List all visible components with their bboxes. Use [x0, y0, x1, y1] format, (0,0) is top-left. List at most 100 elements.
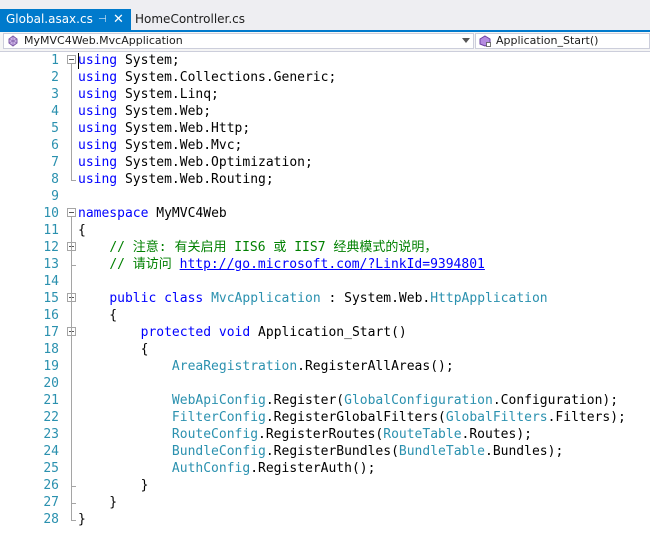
hyperlink[interactable]: http://go.microsoft.com/?LinkId=9394801: [179, 257, 485, 272]
code-token: {: [78, 342, 149, 357]
line-number: 6: [51, 138, 59, 153]
line-number: 19: [43, 359, 59, 374]
code-token: .RegisterBundles(: [265, 444, 399, 459]
code-token: .Filters);: [547, 410, 626, 425]
document-tab-strip: Global.asax.cs ⊣ ✕ HomeController.cs: [0, 0, 650, 30]
member-selector-dropdown[interactable]: Application_Start(): [475, 33, 650, 49]
code-token: BundleTable: [398, 444, 485, 459]
line-number: 8: [51, 172, 59, 187]
line-number: 15: [43, 291, 59, 306]
code-text: using System.Web.Routing;: [78, 171, 274, 188]
code-token: System;: [117, 53, 180, 68]
tab-global-asax-cs[interactable]: Global.asax.cs ⊣ ✕: [0, 9, 131, 30]
code-line[interactable]: 9: [0, 188, 650, 205]
code-token: using: [78, 104, 118, 119]
code-token: .Routes);: [461, 427, 532, 442]
code-text: AuthConfig.RegisterAuth();: [78, 460, 376, 477]
class-selector-dropdown[interactable]: MyMVC4Web.MvcApplication: [3, 33, 474, 49]
code-token: System.Web.Mvc;: [117, 138, 243, 153]
line-number: 23: [43, 427, 59, 442]
code-line[interactable]: 22 FilterConfig.RegisterGlobalFilters(Gl…: [0, 409, 650, 426]
code-line[interactable]: 24 BundleConfig.RegisterBundles(BundleTa…: [0, 443, 650, 460]
outline-guide-end: [71, 520, 76, 521]
code-token: RouteConfig: [171, 427, 259, 442]
outline-guide: [71, 336, 72, 486]
code-token: {: [78, 308, 118, 323]
code-line[interactable]: 8 using System.Web.Routing;: [0, 171, 650, 188]
code-line[interactable]: 19 AreaRegistration.RegisterAllAreas();: [0, 358, 650, 375]
code-text: FilterConfig.RegisterGlobalFilters(Globa…: [78, 409, 626, 426]
code-token: System.Collections.Generic;: [117, 70, 337, 85]
code-text: using System.Collections.Generic;: [78, 69, 336, 86]
code-token: MvcApplication: [211, 291, 321, 306]
line-number: 25: [43, 461, 59, 476]
code-token: AreaRegistration: [171, 359, 298, 374]
code-line[interactable]: 25 AuthConfig.RegisterAuth();: [0, 460, 650, 477]
code-line[interactable]: 27 }: [0, 494, 650, 511]
code-text: }: [78, 494, 117, 511]
code-text: public class MvcApplication : System.Web…: [78, 290, 547, 307]
code-line[interactable]: 16 {: [0, 307, 650, 324]
tab-accent-line: [0, 30, 650, 32]
code-text: namespace MyMVC4Web: [78, 205, 227, 222]
code-token: .RegisterAuth();: [250, 461, 376, 476]
code-line[interactable]: 18 {: [0, 341, 650, 358]
code-line[interactable]: 12 // 注意: 有关启用 IIS6 或 IIS7 经典模式的说明，: [0, 239, 650, 256]
code-token: System.Web;: [117, 104, 212, 119]
pin-icon[interactable]: ⊣: [98, 14, 107, 25]
outline-guide: [71, 64, 72, 180]
code-line[interactable]: 23 RouteConfig.RegisterRoutes(RouteTable…: [0, 426, 650, 443]
code-token: }: [78, 512, 86, 527]
code-line[interactable]: 14: [0, 273, 650, 290]
code-text: BundleConfig.RegisterBundles(BundleTable…: [78, 443, 563, 460]
code-token: .RegisterAllAreas();: [297, 359, 454, 374]
code-token: [78, 240, 109, 255]
member-selector-value: Application_Start(): [496, 34, 599, 47]
code-token: void: [218, 325, 251, 340]
code-token: [156, 291, 164, 306]
line-number: 14: [43, 274, 59, 289]
code-text: {: [78, 222, 86, 239]
code-text: using System;: [78, 52, 180, 69]
outline-guide-end: [71, 180, 76, 181]
code-token: .Bundles);: [485, 444, 564, 459]
code-token: GlobalFilters: [445, 410, 548, 425]
collapse-toggle-icon[interactable]: [67, 55, 76, 64]
collapse-toggle-icon[interactable]: [67, 208, 76, 217]
code-token: .RegisterGlobalFilters(: [265, 410, 446, 425]
code-token: [78, 291, 109, 306]
class-selector-value: MyMVC4Web.MvcApplication: [24, 34, 183, 47]
code-line[interactable]: 17 protected void Application_Start(): [0, 324, 650, 341]
code-line[interactable]: 11{: [0, 222, 650, 239]
code-token: [78, 393, 172, 408]
line-number: 21: [43, 393, 59, 408]
code-line[interactable]: 21 WebApiConfig.Register(GlobalConfigura…: [0, 392, 650, 409]
code-token: {: [78, 223, 86, 238]
code-token: [203, 291, 211, 306]
code-line[interactable]: 20: [0, 375, 650, 392]
line-number: 18: [43, 342, 59, 357]
close-icon[interactable]: ✕: [113, 12, 124, 27]
navigation-bar: MyMVC4Web.MvcApplication Application_Sta…: [0, 32, 650, 52]
code-line[interactable]: 15 public class MvcApplication : System.…: [0, 290, 650, 307]
code-line[interactable]: 28}: [0, 511, 650, 528]
code-token: class: [164, 291, 204, 306]
code-token: MyMVC4Web: [148, 206, 227, 221]
code-line[interactable]: 13 // 请访问 http://go.microsoft.com/?LinkI…: [0, 256, 650, 273]
code-text: RouteConfig.RegisterRoutes(RouteTable.Ro…: [78, 426, 532, 443]
code-token: [78, 325, 141, 340]
code-line[interactable]: 26 }: [0, 477, 650, 494]
tab-home-controller-cs[interactable]: HomeController.cs: [131, 9, 249, 30]
code-token: [78, 444, 172, 459]
code-token: // 请访问: [109, 257, 180, 272]
code-token: [211, 325, 219, 340]
